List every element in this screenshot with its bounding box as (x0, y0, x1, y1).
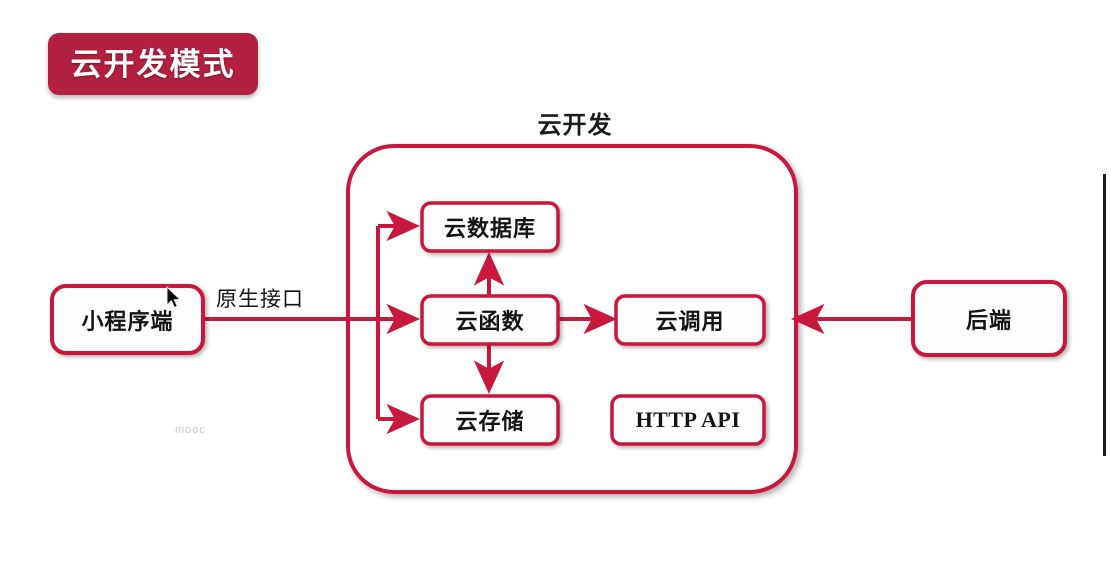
node-box-cloud-storage[interactable] (420, 394, 560, 446)
cloud-container-title: 云开发 (537, 112, 613, 139)
watermark-text: mooc (175, 424, 206, 436)
edge-label-native-interface: 原生接口 (216, 288, 304, 311)
node-box-cloud-call[interactable] (614, 294, 766, 346)
right-edge-rule (1103, 174, 1106, 456)
node-box-cloud-function[interactable] (420, 294, 560, 346)
title-badge-label: 云开发模式 (70, 46, 236, 82)
title-badge: 云开发模式 (48, 33, 258, 95)
node-box-http-api[interactable] (610, 394, 766, 446)
node-box-backend[interactable] (911, 280, 1067, 357)
node-box-miniprogram[interactable] (50, 284, 205, 355)
node-box-cloud-database[interactable] (420, 201, 560, 253)
